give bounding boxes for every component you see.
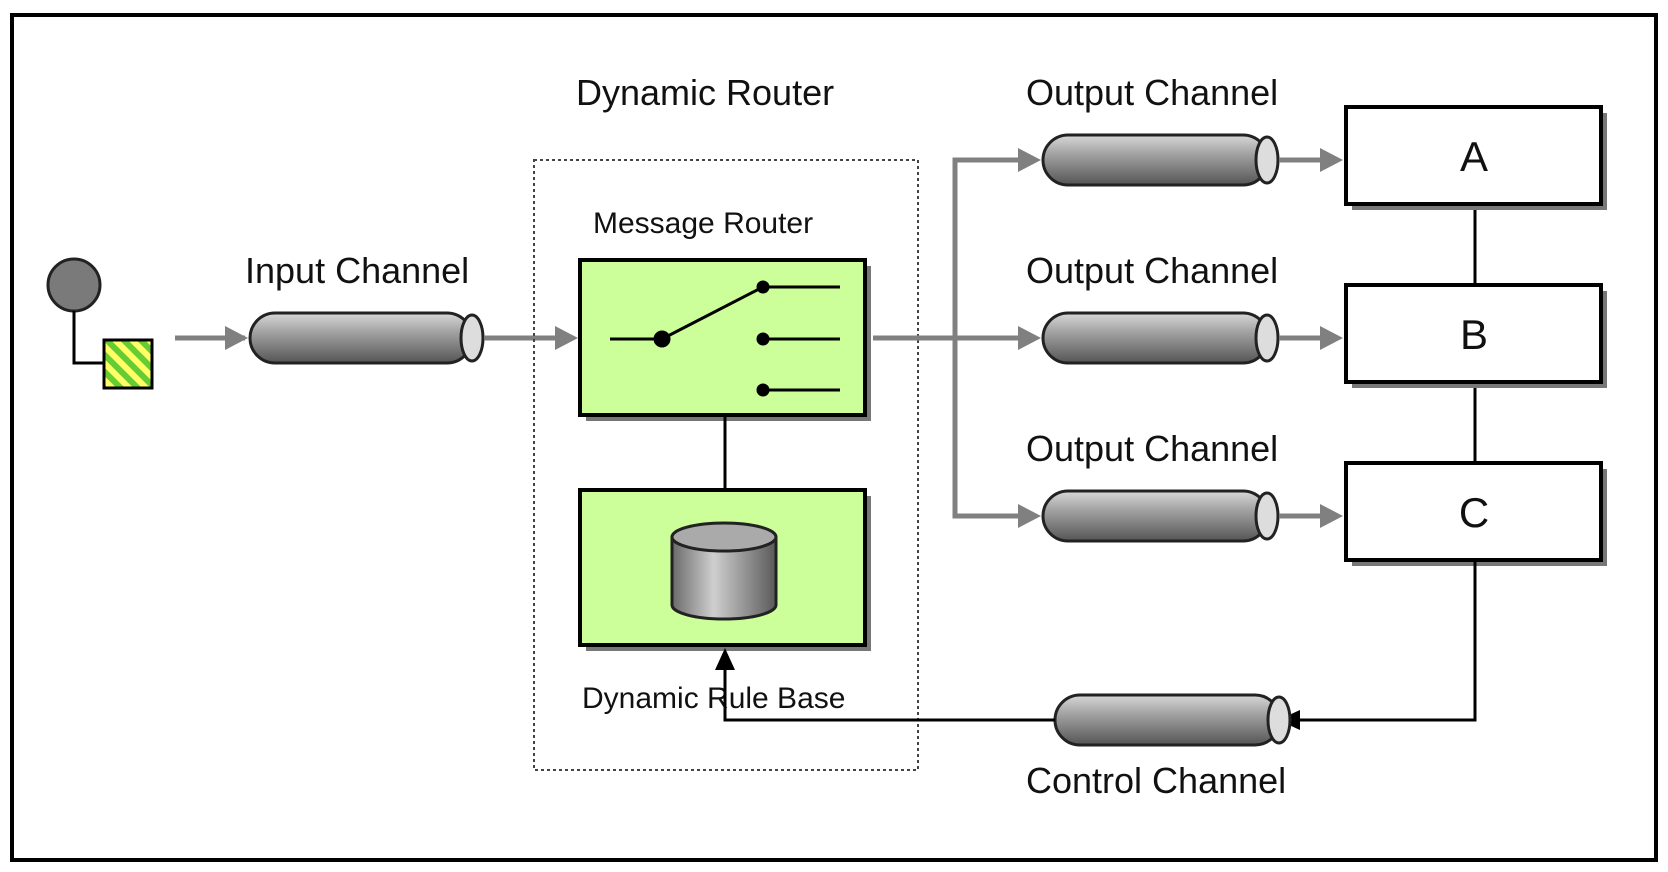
control-to-rulebase-link [723,666,1055,722]
arrowhead [1018,148,1041,172]
arrowhead [1320,326,1343,350]
arrowhead [715,648,735,670]
switch-icon [610,280,840,397]
dynamic-rule-base [578,488,871,651]
destination-a: A [1344,105,1607,210]
output-channel-label-3: Output Channel [1026,428,1278,469]
destination-b-label: B [1460,311,1488,358]
dynamic-router-title: Dynamic Router [576,72,834,113]
database-icon [670,521,778,621]
router-fanout [873,157,1025,519]
message-router [578,258,871,421]
output-channel-label-1: Output Channel [1026,72,1278,113]
arrowhead [1018,504,1041,528]
output-channel-pipe-1 [1041,133,1280,187]
input-channel-pipe [248,311,485,365]
destination-c: C [1344,461,1607,566]
control-channel-pipe [1053,693,1292,747]
sender-circle-icon [46,257,102,313]
destination-a-label: A [1460,133,1488,180]
output-channel-label-2: Output Channel [1026,250,1278,291]
arrowhead [1320,148,1343,172]
sender-connector [72,311,104,365]
c-to-control-link [1296,560,1477,722]
destination-c-label: C [1459,489,1489,536]
arrowhead [1320,504,1343,528]
arrowhead [1018,326,1041,350]
arrowhead [555,326,578,350]
control-channel-label: Control Channel [1026,760,1286,801]
dynamic-rule-base-label: Dynamic Rule Base [582,682,845,715]
arrowhead [225,326,248,350]
message-sender [46,257,154,390]
message-icon [102,338,154,390]
output-channel-pipe-3 [1041,489,1280,543]
destination-b: B [1344,283,1607,388]
message-router-label: Message Router [593,207,813,240]
input-channel-label: Input Channel [245,250,469,291]
dynamic-router-boundary [533,159,919,771]
output-channel-pipe-2 [1041,311,1280,365]
